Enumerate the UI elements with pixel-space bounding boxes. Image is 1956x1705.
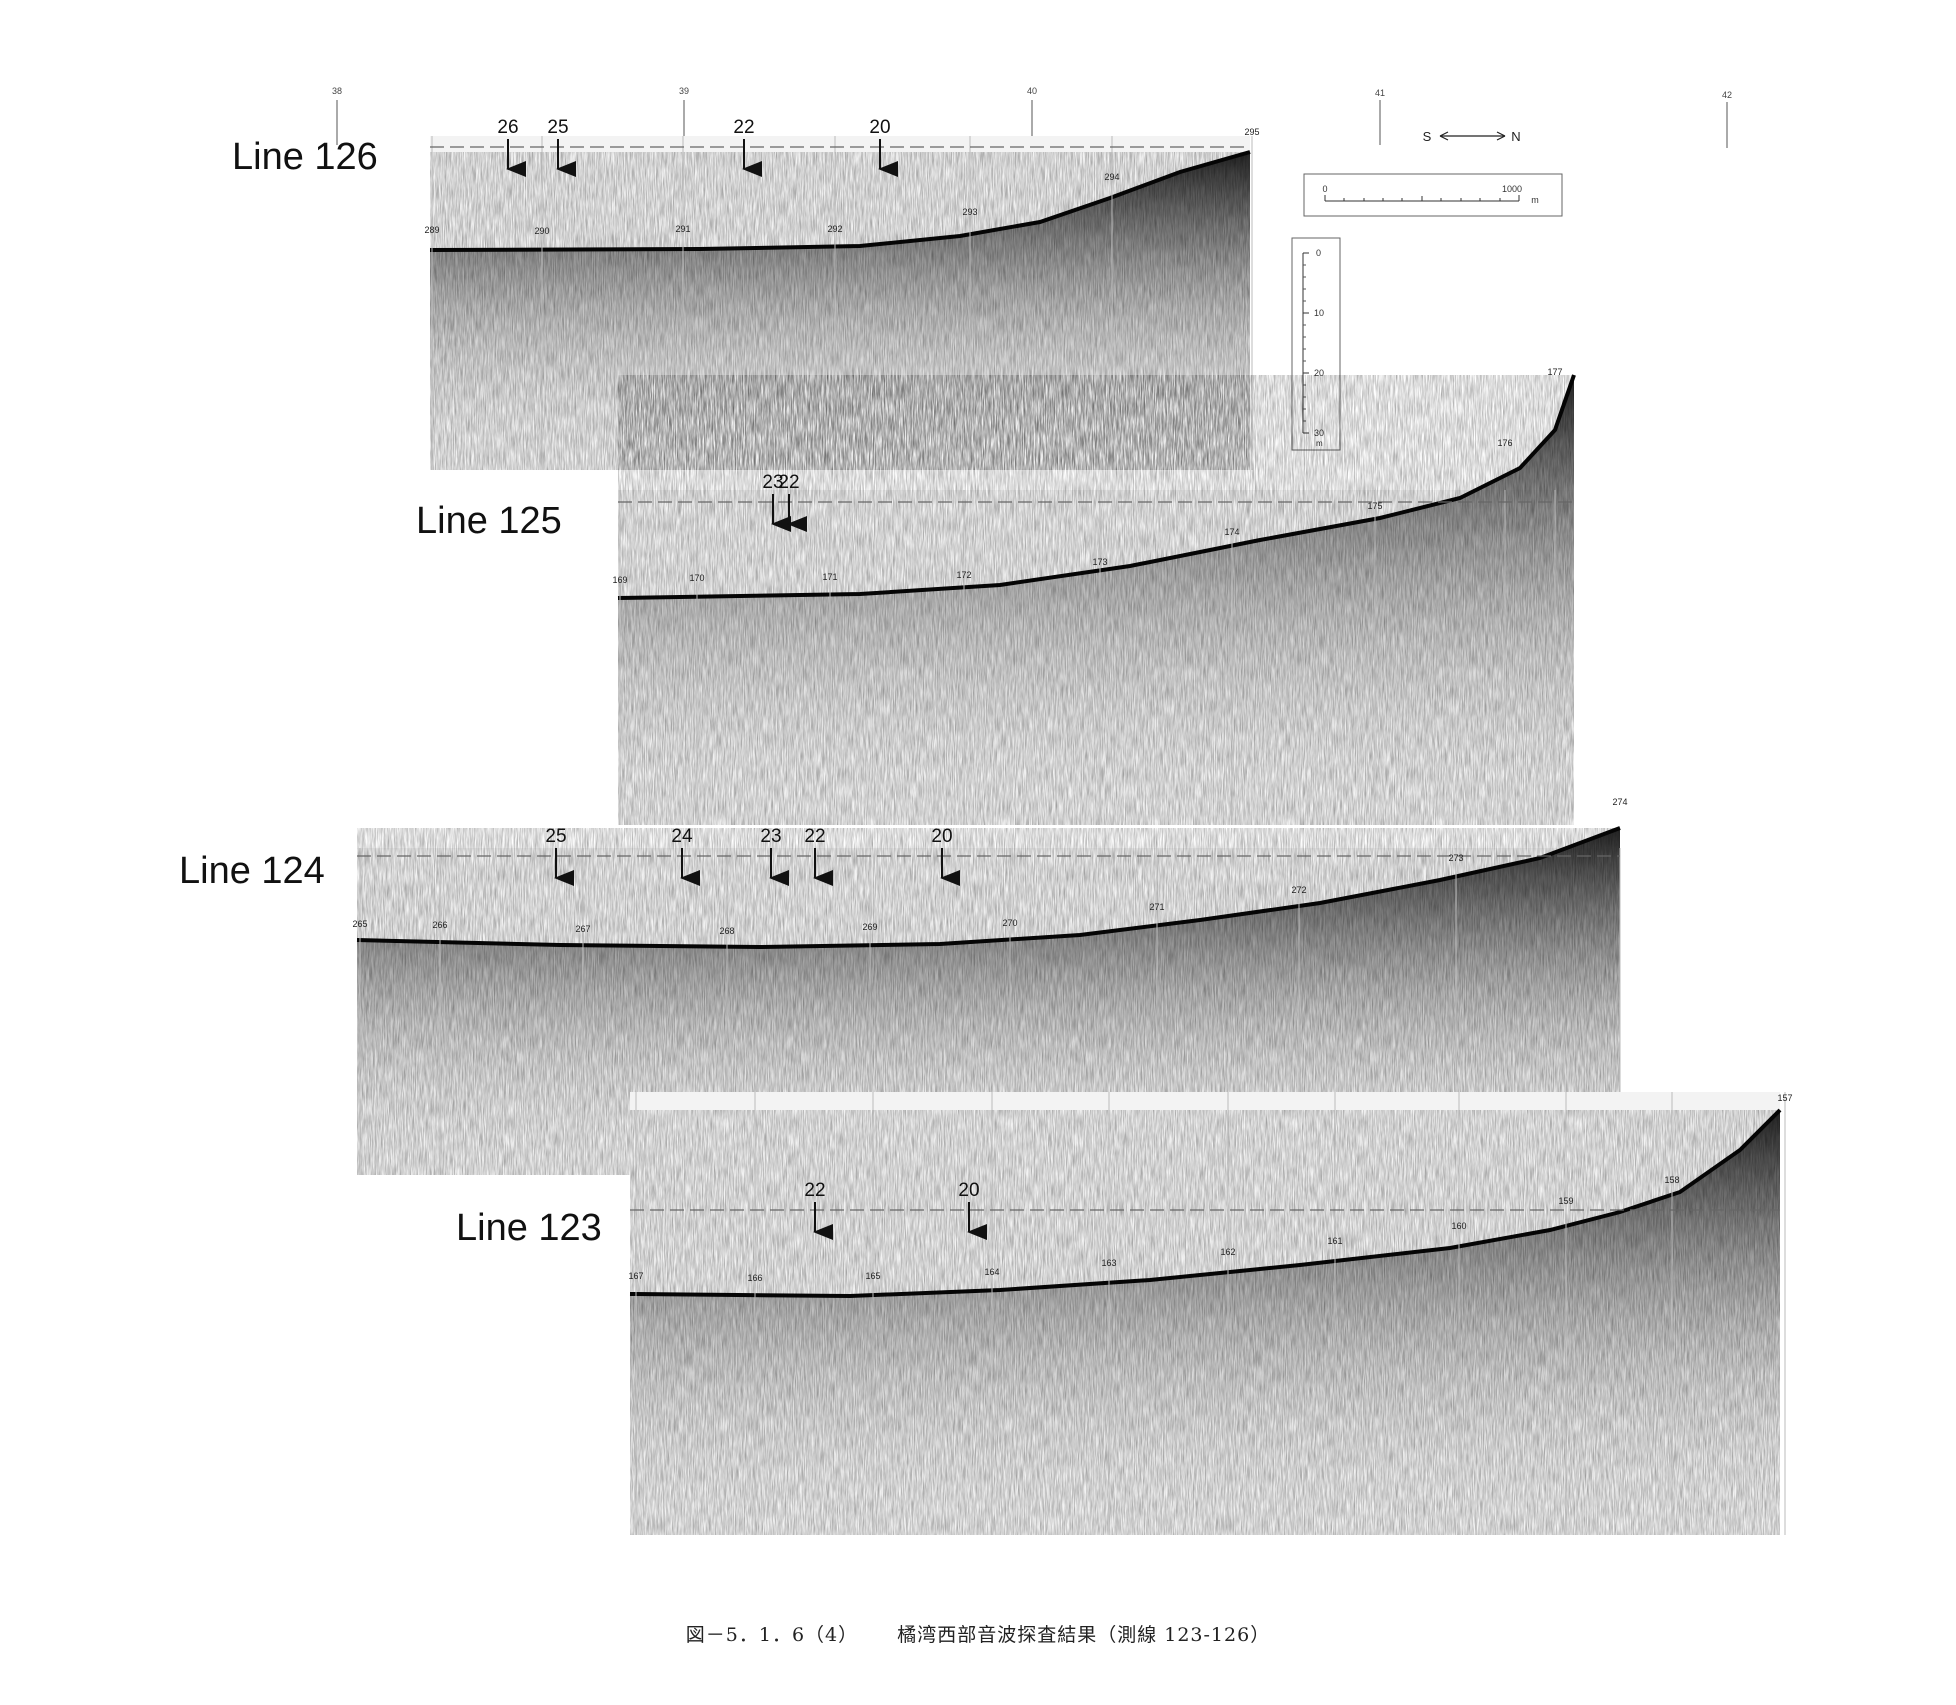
fix-number-label: 271 (1149, 902, 1164, 912)
fix-number-label: 176 (1497, 438, 1512, 448)
caption-figure-number: 図－5．1．6（4） (685, 1624, 859, 1646)
line-124-label: Line 124 (179, 850, 325, 892)
fix-number-label: 265 (352, 919, 367, 929)
line-123-label: Line 123 (456, 1207, 602, 1249)
fix-number-label: 272 (1291, 885, 1306, 895)
fix-number-label: 294 (1104, 172, 1119, 182)
orientation-south-label: S (1423, 129, 1432, 144)
fix-number-label: 160 (1451, 1221, 1466, 1231)
vscale-tick-label: 0 (1316, 248, 1321, 258)
scale-start-label: 0 (1322, 184, 1327, 194)
fix-number-label: 158 (1664, 1175, 1679, 1185)
horizon-marker-label: 23 (760, 826, 781, 847)
vertical-scale-bar: 0 10 20 30 m (1291, 237, 1341, 451)
fix-number-label: 289 (424, 225, 439, 235)
fix-number-label: 159 (1558, 1196, 1573, 1206)
horizon-marker-label: 20 (869, 117, 890, 138)
fix-number-label: 164 (984, 1267, 999, 1277)
fix-number-label: 169 (612, 575, 627, 585)
reflection-texture (430, 152, 1250, 470)
horizon-marker-label: 22 (733, 117, 754, 138)
reflection-texture (618, 375, 1574, 825)
fix-number-label: 292 (827, 224, 842, 234)
horizon-marker-label: 23 (762, 472, 783, 493)
horizon-marker-label: 26 (497, 117, 518, 138)
horizon-marker-label: 20 (958, 1180, 979, 1201)
horizon-marker-label: 25 (545, 826, 566, 847)
caption-title: 橘湾西部音波探査結果（測線 123-126） (897, 1624, 1271, 1646)
scale-end-label: 1000 (1502, 184, 1522, 194)
fix-number-label: 171 (822, 572, 837, 582)
reflection-texture (357, 828, 1620, 1175)
orientation-north-label: N (1511, 129, 1520, 144)
horizon-marker-label: 20 (931, 826, 952, 847)
reflection-texture (630, 1110, 1780, 1535)
line-125-label: Line 125 (416, 500, 562, 542)
vscale-tick-label: 10 (1314, 308, 1324, 318)
fix-number-label: 267 (575, 924, 590, 934)
orientation-indicator: S N (1423, 129, 1521, 144)
fix-number-label: 167 (628, 1271, 643, 1281)
fix-number-label: 273 (1448, 853, 1463, 863)
fix-number-label: 163 (1101, 1258, 1116, 1268)
horizon-marker-label: 22 (804, 1180, 825, 1201)
line-126-label: Line 126 (232, 136, 378, 178)
fix-number-label: 295 (1244, 127, 1259, 137)
profile-line-126: 289 290 291 292 293 294 295 26 25 22 20 (424, 117, 1260, 470)
horizon-marker-label: 25 (547, 117, 568, 138)
fix-number-label: 269 (862, 922, 877, 932)
fix-number-label: 170 (689, 573, 704, 583)
top-tick-label: 39 (679, 86, 689, 96)
vscale-tick-label: 20 (1314, 368, 1324, 378)
fix-number-label: 268 (719, 926, 734, 936)
profile-line-123: 167 166 165 164 163 162 161 160 159 158 157 22 20 (628, 1092, 1793, 1535)
seafloor-reflector (356, 826, 1621, 950)
fix-number-label: 274 (1612, 797, 1627, 807)
fix-number-label: 177 (1547, 367, 1562, 377)
fix-number-label: 290 (534, 226, 549, 236)
seafloor-reflector (629, 1108, 1782, 1299)
horizon-marker-label: 24 (671, 826, 693, 847)
fix-number-label: 162 (1220, 1247, 1235, 1257)
fix-number-label: 157 (1777, 1093, 1792, 1103)
top-tick-label: 40 (1027, 86, 1037, 96)
fix-number-label: 165 (865, 1271, 880, 1281)
seafloor-reflector (617, 374, 1576, 600)
fix-number-label: 174 (1224, 527, 1239, 537)
fix-number-label: 175 (1367, 501, 1382, 511)
fix-number-label: 173 (1092, 557, 1107, 567)
top-tick-label: 41 (1375, 88, 1385, 98)
profiles-layer: 289 290 291 292 293 294 295 26 25 22 20 169 170 171 17… (352, 117, 1793, 1535)
top-tick-label: 38 (332, 86, 342, 96)
fix-number-label: 172 (956, 570, 971, 580)
fix-number-label: 266 (432, 920, 447, 930)
horizontal-scale-bar: 0 1000 m (1303, 173, 1563, 217)
figure-caption: 図－5．1．6（4） 橘湾西部音波探査結果（測線 123-126） (0, 1620, 1956, 1647)
fix-number-label: 291 (675, 224, 690, 234)
seafloor-reflector (429, 150, 1251, 252)
fix-number-label: 166 (747, 1273, 762, 1283)
scale-unit-label: m (1531, 195, 1539, 205)
top-tick-label: 42 (1722, 90, 1732, 100)
fix-number-label: 293 (962, 207, 977, 217)
horizon-marker-label: 22 (804, 826, 825, 847)
horizon-marker-label: 22 (778, 472, 799, 493)
fix-number-label: 161 (1327, 1236, 1342, 1246)
vscale-tick-label: 30 (1314, 428, 1324, 438)
vscale-unit-label: m (1316, 439, 1323, 448)
fix-number-label: 270 (1002, 918, 1017, 928)
